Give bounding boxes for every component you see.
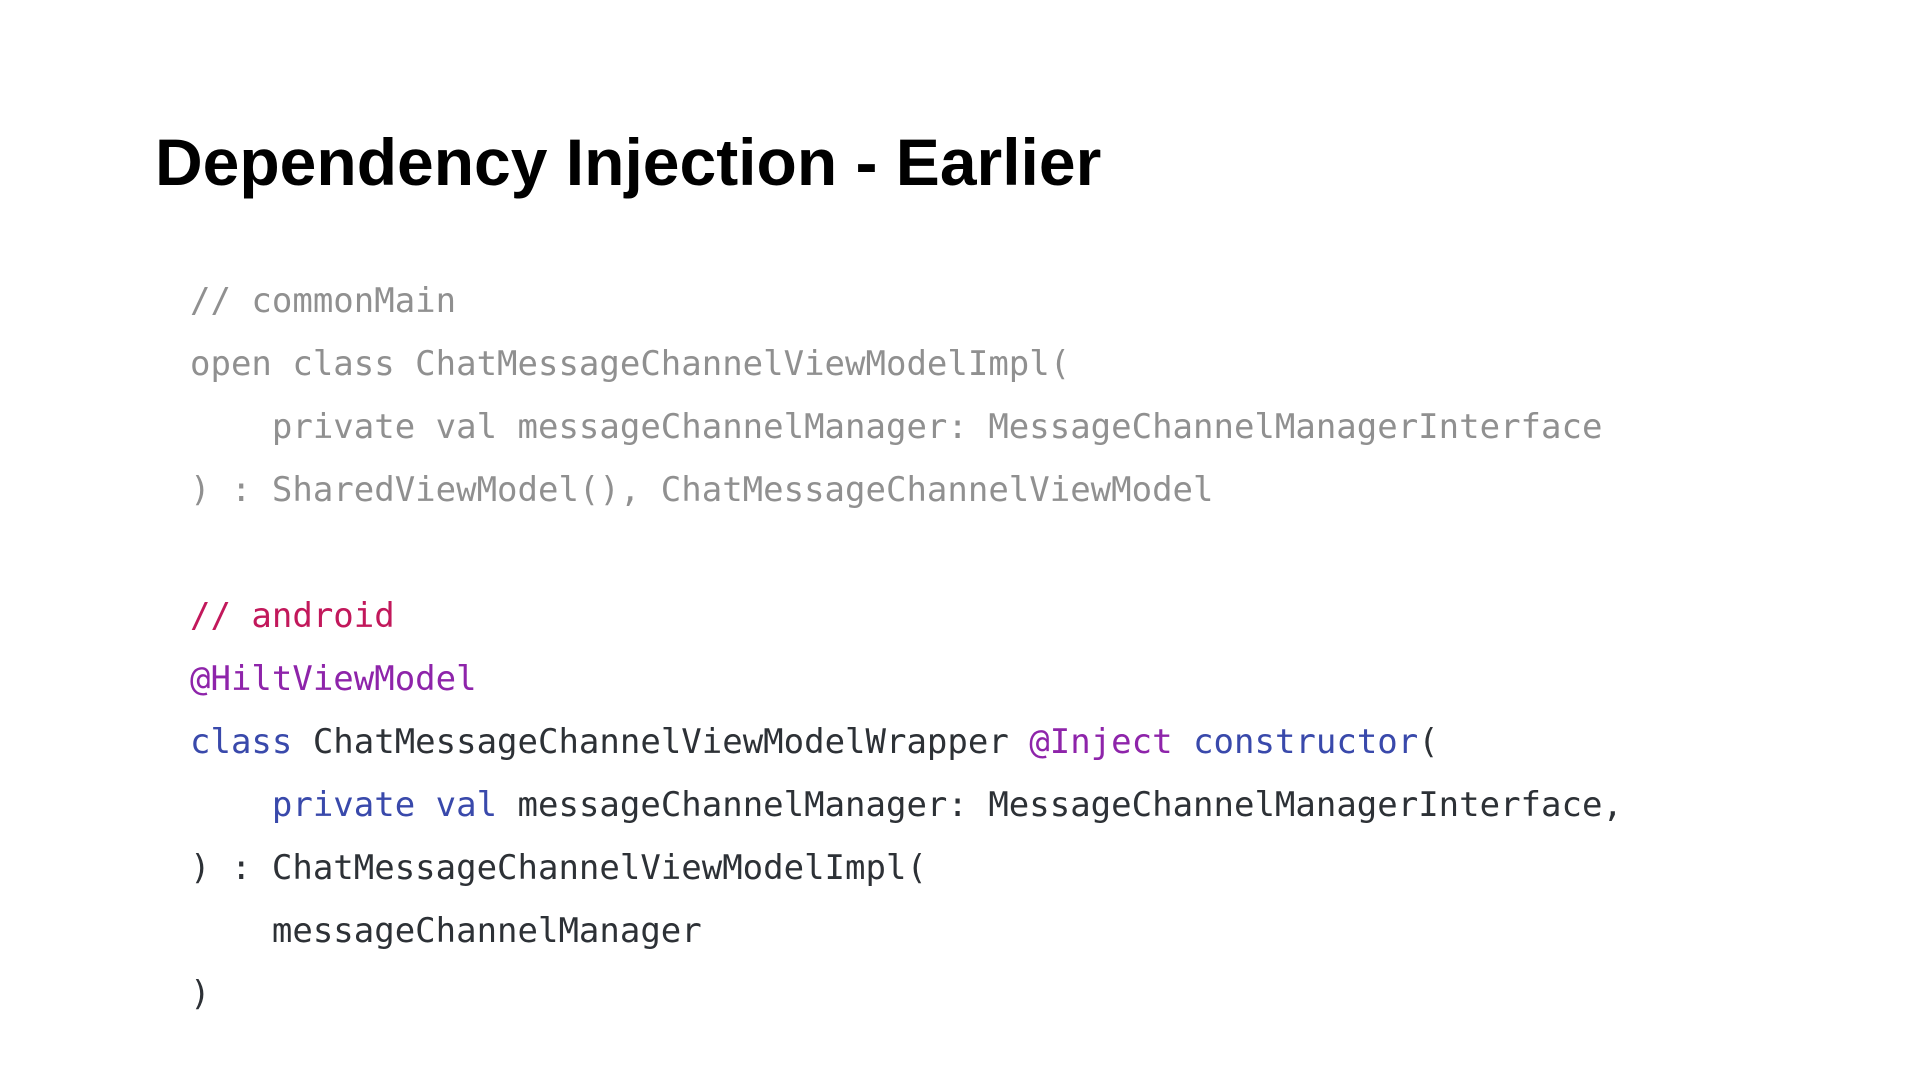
code-line: private val messageChannelManager: Messa…: [190, 774, 1623, 837]
code-block: // commonMain open class ChatMessageChann…: [190, 270, 1623, 1026]
code-line: // android: [190, 585, 1623, 648]
code-line: ): [190, 963, 1623, 1026]
code-token-plain: messageChannelManager: MessageChannelMan…: [497, 785, 1623, 825]
code-token-keyword: class: [190, 722, 293, 762]
code-line: class ChatMessageChannelViewModelWrapper…: [190, 711, 1623, 774]
code-line: ) : SharedViewModel(), ChatMessageChanne…: [190, 459, 1623, 522]
code-line: private val messageChannelManager: Messa…: [190, 396, 1623, 459]
code-token-plain: messageChannelManager: [190, 911, 702, 951]
code-token-muted: private val messageChannelManager: Messa…: [190, 407, 1603, 447]
code-token-plain: [190, 785, 272, 825]
code-token-muted: ) : SharedViewModel(), ChatMessageChanne…: [190, 470, 1214, 510]
code-line: messageChannelManager: [190, 900, 1623, 963]
code-line: @HiltViewModel: [190, 648, 1623, 711]
code-token-annotation: @Inject: [1029, 722, 1173, 762]
code-token-plain: ) : ChatMessageChannelViewModelImpl(: [190, 848, 927, 888]
code-token-annotation: @HiltViewModel: [190, 659, 477, 699]
code-token-keyword: private val: [271, 785, 498, 825]
code-token-muted: // commonMain: [190, 281, 457, 321]
code-token-keyword: constructor: [1193, 722, 1419, 762]
code-token-comment-android: // android: [190, 596, 395, 636]
code-token-plain: ChatMessageChannelViewModelWrapper: [292, 722, 1030, 762]
code-token-plain: ): [190, 974, 211, 1014]
code-line: [190, 522, 1623, 585]
slide-title: Dependency Injection - Earlier: [155, 125, 1102, 199]
code-token-plain: (: [1418, 722, 1439, 762]
code-line: ) : ChatMessageChannelViewModelImpl(: [190, 837, 1623, 900]
code-line: open class ChatMessageChannelViewModelIm…: [190, 333, 1623, 396]
code-token-muted: open class ChatMessageChannelViewModelIm…: [190, 344, 1071, 384]
code-token-plain: [1173, 722, 1193, 762]
code-line: // commonMain: [190, 270, 1623, 333]
